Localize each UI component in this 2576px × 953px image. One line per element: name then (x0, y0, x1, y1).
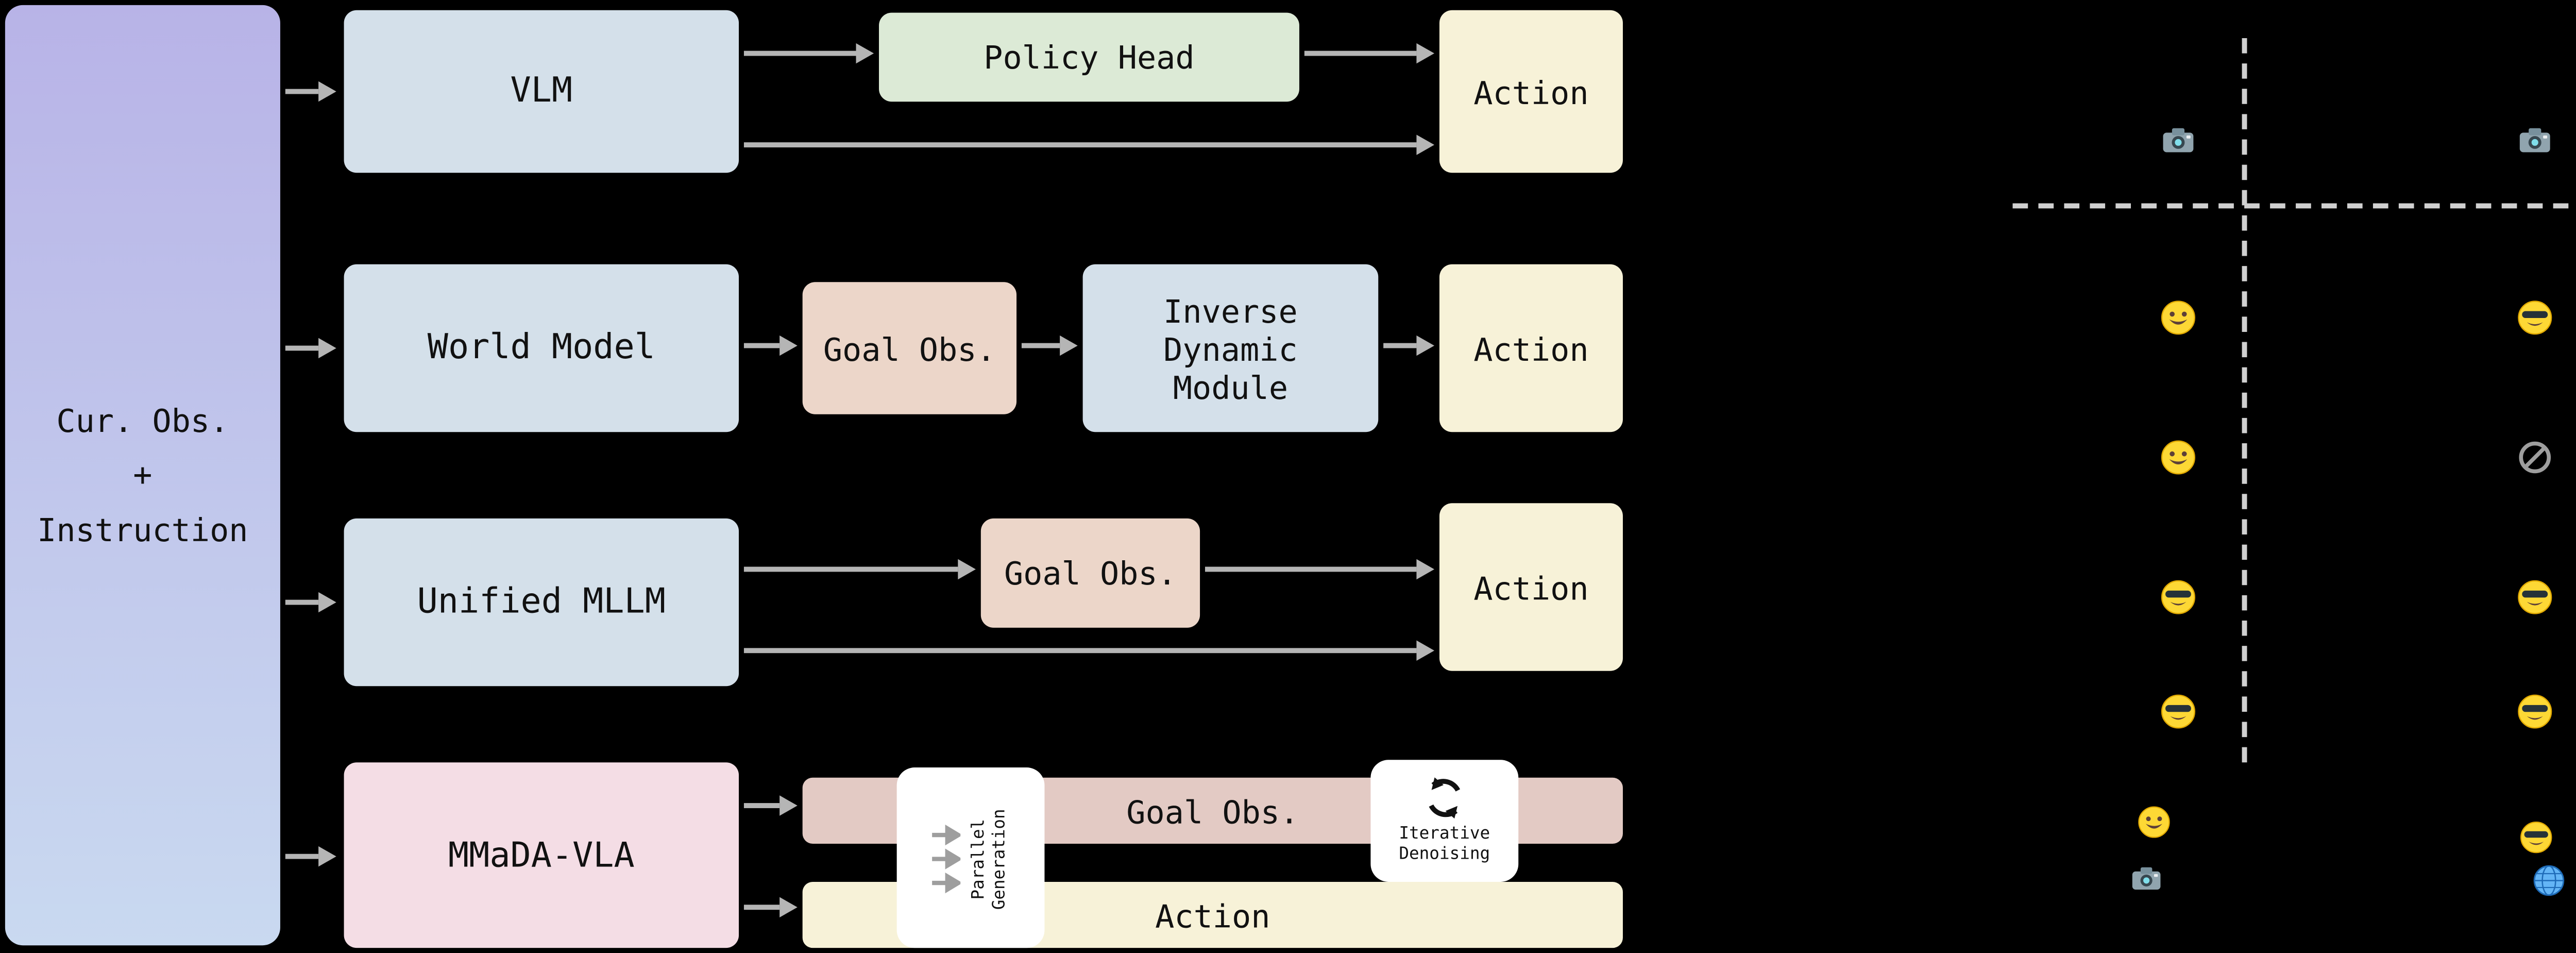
arrow (285, 345, 319, 352)
goal-obs-box-mllm: Goal Obs. (980, 518, 1200, 628)
arrow (743, 50, 856, 57)
camera-icon (2129, 860, 2162, 893)
sunglasses-icon (2517, 579, 2553, 615)
inverse-dynamic-module-box: Inverse Dynamic Module (1082, 264, 1379, 432)
unified-mllm-label: Unified MLLM (417, 582, 666, 623)
arrow (1205, 565, 1417, 573)
parallel-generation-box: Parallel Generation (896, 767, 1045, 948)
action-label: Action (1473, 72, 1589, 111)
camera-icon (2517, 122, 2553, 158)
sunglasses-icon (2160, 694, 2196, 729)
policy-head-label: Policy Head (984, 38, 1195, 76)
action-label: Action (1473, 329, 1589, 367)
arrow (743, 565, 958, 573)
world-model-box: World Model (344, 264, 739, 432)
camera-icon (2160, 122, 2196, 158)
mmada-vla-box: MMaDA-VLA (344, 762, 739, 948)
arrow (743, 904, 780, 911)
action-box-1: Action (1439, 10, 1623, 173)
prohibited-icon (2517, 440, 2553, 475)
parallel-arrows-icon (930, 820, 961, 896)
panel-comparison-grid (1987, 0, 2576, 953)
mmada-vla-label: MMaDA-VLA (448, 834, 635, 876)
unified-mllm-box: Unified MLLM (344, 518, 739, 687)
input-observation-box: Cur. Obs. + Instruction (5, 5, 280, 946)
input-line: + (133, 456, 152, 494)
arrow (1383, 342, 1417, 349)
dashed-axis-horizontal (2012, 203, 2576, 209)
arrow (1304, 50, 1417, 57)
arrow (1021, 342, 1060, 349)
sunglasses-icon (2517, 694, 2553, 729)
arrow (743, 647, 1417, 654)
action-box-3: Action (1439, 503, 1623, 671)
iterative-denoising-icon (1421, 775, 1467, 821)
goal-obs-label: Goal Obs. (823, 329, 996, 367)
panel-architecture: Cur. Obs. + Instruction VLM Policy Head … (0, 0, 1733, 953)
smile-icon (2136, 805, 2169, 838)
parallel-generation-label: Parallel Generation (969, 807, 1010, 909)
goal-obs-label: Goal Obs. (1004, 554, 1177, 592)
arrow (285, 599, 319, 606)
goal-obs-label: Goal Obs. (1126, 791, 1299, 830)
policy-head-box: Policy Head (879, 12, 1299, 102)
action-box-2: Action (1439, 264, 1623, 432)
arrow (285, 853, 319, 860)
dashed-axis-vertical (2242, 38, 2247, 763)
arrow (285, 88, 319, 95)
world-model-label: World Model (427, 328, 655, 369)
sunglasses-icon (2160, 579, 2196, 615)
arrow (743, 342, 780, 349)
input-line: Instruction (37, 510, 248, 548)
smile-icon (2160, 300, 2196, 336)
arrow (743, 141, 1417, 148)
sunglasses-icon (2518, 820, 2551, 852)
goal-obs-box-wm: Goal Obs. (802, 282, 1017, 414)
vlm-box: VLM (344, 10, 739, 173)
action-label: Action (1155, 896, 1270, 934)
sunglasses-icon (2517, 300, 2553, 336)
smile-icon (2160, 440, 2196, 475)
inverse-dynamic-module-label: Inverse Dynamic Module (1163, 291, 1298, 406)
input-line: Cur. Obs. (56, 402, 229, 440)
iterative-denoising-label: Iterative Denoising (1399, 823, 1490, 864)
iterative-denoising-box: Iterative Denoising (1370, 760, 1519, 882)
vlm-label: VLM (510, 71, 573, 112)
action-label: Action (1473, 568, 1589, 606)
globe-icon (2531, 863, 2564, 896)
arrow (743, 802, 780, 809)
